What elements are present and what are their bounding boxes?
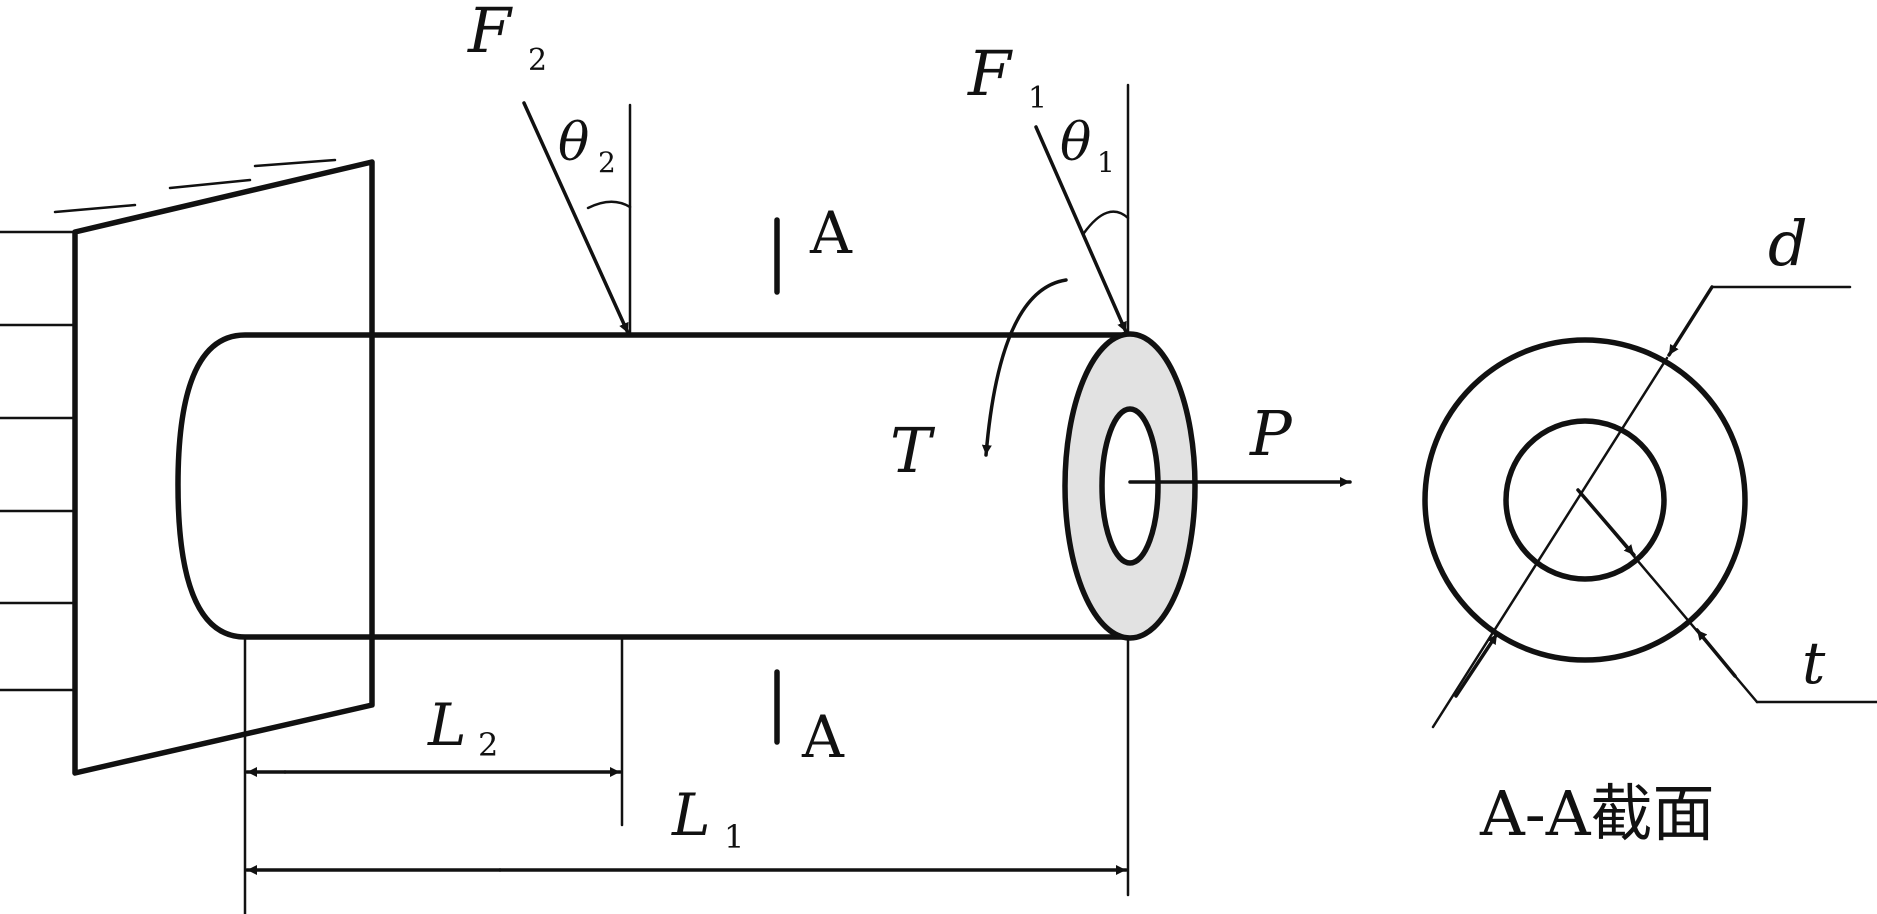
section-mark-bottom: A bbox=[801, 703, 845, 771]
cross-section-view: d t A-A截面 bbox=[1422, 207, 1877, 850]
fixed-wall-support bbox=[0, 158, 375, 776]
section-caption: A-A截面 bbox=[1479, 777, 1715, 850]
length-l2-subscript: 2 bbox=[478, 726, 498, 764]
force-f1-subscript: 1 bbox=[1028, 81, 1047, 116]
shaft-bore bbox=[1099, 406, 1161, 566]
thickness-label: t bbox=[1802, 629, 1826, 697]
angle-theta1-subscript: 1 bbox=[1097, 146, 1115, 179]
section-mark-top: A bbox=[809, 199, 853, 267]
axial-load: P bbox=[1128, 397, 1352, 487]
torque: T bbox=[890, 278, 1068, 487]
angle-theta1-label: θ bbox=[1060, 113, 1091, 173]
outer-circle bbox=[1422, 337, 1748, 663]
force-f1: F 1 θ 1 bbox=[967, 37, 1130, 334]
axial-load-label: P bbox=[1249, 397, 1293, 470]
force-f2-label: F bbox=[467, 0, 513, 67]
section-cut-marks: A A bbox=[774, 199, 853, 771]
force-f2-subscript: 2 bbox=[528, 43, 547, 78]
inner-circle bbox=[1503, 418, 1667, 582]
length-l1-subscript: 1 bbox=[724, 818, 744, 856]
angle-theta2-label: θ bbox=[558, 113, 589, 173]
length-l2-label: L bbox=[427, 691, 467, 759]
force-f2: F 2 θ 2 bbox=[467, 0, 632, 335]
diameter-label: d bbox=[1768, 207, 1808, 280]
torque-label: T bbox=[890, 414, 936, 487]
dimension-lines: L 2 L 1 bbox=[243, 638, 1130, 914]
angle-theta2-subscript: 2 bbox=[598, 146, 616, 179]
length-l1-label: L bbox=[671, 781, 711, 849]
force-f1-label: F bbox=[967, 37, 1013, 110]
hollow-shaft bbox=[175, 331, 1198, 641]
